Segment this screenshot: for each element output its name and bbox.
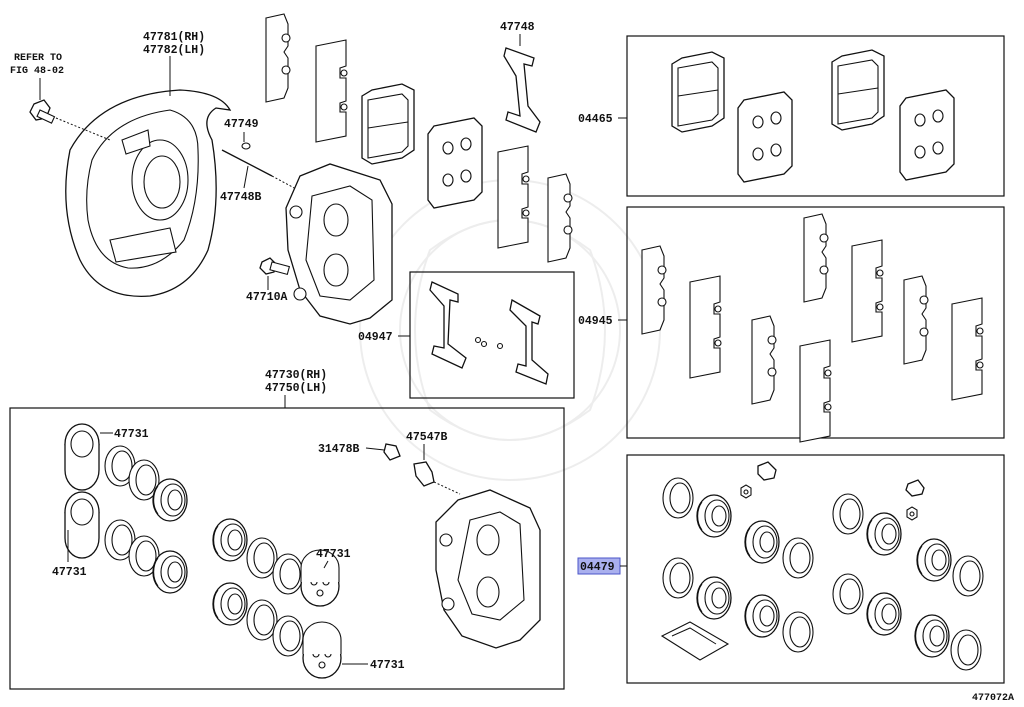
label-47782: 47782(LH)	[143, 44, 205, 57]
figure-code: 477072A	[972, 693, 1014, 704]
box-04947	[409, 271, 575, 399]
label-refer-to: REFER TO	[14, 53, 62, 64]
label-04945: 04945	[578, 315, 613, 328]
label-47730: 47730(RH)	[265, 369, 327, 382]
label-47749: 47749	[224, 118, 259, 131]
bolt-refer-fig	[29, 99, 111, 141]
label-47750: 47750(LH)	[265, 382, 327, 395]
caliper-upper	[285, 163, 393, 325]
shims-04945	[641, 213, 984, 443]
seal-kit-04479	[660, 461, 984, 671]
label-47731-left: 47731	[52, 566, 87, 579]
label-47731-top: 47731	[114, 428, 149, 441]
label-47710a: 47710A	[246, 291, 288, 304]
label-47781: 47781(RH)	[143, 31, 205, 44]
label-47748: 47748	[500, 21, 535, 34]
label-fig: FIG 48-02	[10, 66, 64, 77]
pistons-seals-left	[64, 423, 342, 679]
label-04479: 04479	[580, 561, 615, 574]
bolt-47710a	[259, 257, 291, 276]
label-47547b: 47547B	[406, 431, 448, 444]
label-31478b: 31478B	[318, 443, 360, 456]
box-04465	[626, 35, 1005, 197]
pads-04465	[671, 49, 955, 183]
springs-04947	[429, 281, 549, 385]
label-47731-mid: 47731	[316, 548, 351, 561]
anti-rattle-spring-47748	[503, 47, 541, 133]
bleeder-cap-31478b	[383, 443, 401, 461]
label-04947: 04947	[358, 331, 393, 344]
label-04465: 04465	[578, 113, 613, 126]
caliper-lower	[435, 489, 541, 649]
box-47730	[9, 407, 565, 690]
box-04479	[626, 454, 1005, 684]
label-47748b: 47748B	[220, 191, 262, 204]
dust-cover-47781	[65, 89, 232, 298]
bleeder-plug-47547b	[413, 461, 461, 495]
label-47731-bottom: 47731	[370, 659, 405, 672]
